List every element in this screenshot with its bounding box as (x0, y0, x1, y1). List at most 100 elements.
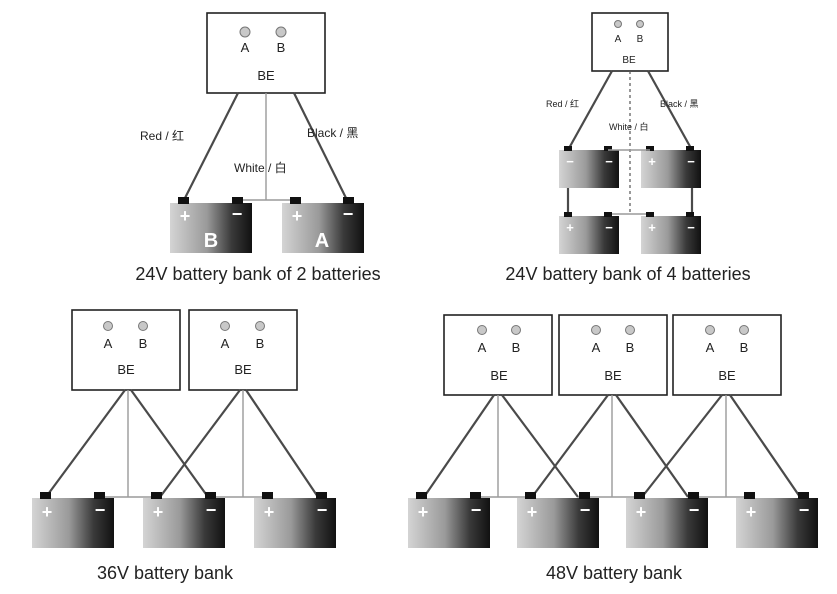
plus-symbol: + (264, 502, 275, 522)
be-module-box (558, 314, 668, 396)
red-wire (567, 70, 613, 151)
battery-terminal (564, 212, 572, 217)
battery-2: + − (517, 492, 599, 548)
battery-terminal (646, 146, 654, 151)
red-wire (183, 92, 239, 201)
led-b-indicator (275, 26, 287, 38)
battery-1: + − (32, 492, 114, 548)
plus-symbol: + (292, 206, 303, 226)
battery-terminal (604, 212, 612, 217)
battery-terminal (686, 146, 694, 151)
led-a-label: A (592, 340, 601, 355)
led-b-indicator (739, 325, 749, 335)
battery-terminal (798, 492, 809, 499)
plus-symbol: + (648, 220, 656, 235)
be-module-box (188, 309, 298, 391)
wire (159, 389, 241, 498)
battery-terminal (634, 492, 645, 499)
battery-terminal (744, 492, 755, 499)
minus-symbol: − (566, 154, 574, 169)
plus-symbol: + (180, 206, 191, 226)
plus-symbol: + (42, 502, 53, 522)
minus-symbol: − (206, 500, 217, 520)
be-label: BE (234, 362, 252, 377)
be-module-box (206, 12, 326, 94)
be-module-box (672, 314, 782, 396)
battery-terminal (262, 492, 273, 499)
battery-a-label: A (315, 230, 329, 252)
minus-symbol: − (317, 500, 328, 520)
red-wire-label: Red / 红 (140, 128, 184, 143)
panel-24v-4-batteries: A B BE Red / 红 White / 白 Black / 黑 − − +… (505, 12, 751, 284)
caption-24v-4: 24V battery bank of 4 batteries (505, 264, 750, 284)
battery-terminal (316, 492, 327, 499)
caption-48v: 48V battery bank (546, 563, 683, 583)
led-b-indicator (138, 321, 148, 331)
battery-a: + − A (282, 197, 364, 253)
led-b-indicator (511, 325, 521, 335)
minus-symbol: − (605, 220, 613, 235)
black-wire-label: Black / 黑 (307, 126, 358, 140)
minus-symbol: − (232, 204, 243, 224)
be-module-box (71, 309, 181, 391)
minus-symbol: − (343, 204, 354, 224)
led-a-indicator (103, 321, 113, 331)
battery-terminal (564, 146, 572, 151)
panel-24v-2-batteries: A B BE Red / 红 White / 白 Black / 黑 + − B… (135, 12, 381, 284)
led-b-label: B (626, 340, 635, 355)
black-wire (293, 92, 348, 201)
be-module-box (443, 314, 553, 396)
led-a-indicator (705, 325, 715, 335)
battery-4: + − (736, 492, 818, 548)
battery-terminal (686, 212, 694, 217)
black-wire (647, 70, 693, 151)
led-a-indicator (239, 26, 251, 38)
battery-terminal (604, 146, 612, 151)
battery-terminal (416, 492, 427, 499)
led-a-indicator (591, 325, 601, 335)
battery-terminal (290, 197, 301, 204)
be-label: BE (622, 55, 636, 66)
wire (729, 394, 801, 498)
led-a-label: A (615, 34, 622, 45)
plus-symbol: + (527, 502, 538, 522)
battery-2: + − (143, 492, 225, 548)
led-a-label: A (706, 340, 715, 355)
led-a-label: A (241, 40, 250, 55)
led-b-label: B (139, 336, 148, 351)
plus-symbol: + (418, 502, 429, 522)
wire (245, 389, 319, 498)
led-b-indicator (255, 321, 265, 331)
minus-symbol: − (605, 154, 613, 169)
minus-symbol: − (689, 500, 700, 520)
panel-48v: A B BE A B BE A B BE + − (408, 314, 818, 583)
be-label: BE (257, 68, 275, 83)
be-label: BE (490, 368, 508, 383)
wire (531, 394, 609, 498)
plus-symbol: + (566, 220, 574, 235)
minus-symbol: − (687, 220, 695, 235)
battery-terminal (343, 197, 354, 204)
be-label: BE (604, 368, 622, 383)
battery-terminal (525, 492, 536, 499)
minus-symbol: − (580, 500, 591, 520)
black-wire-label: Black / 黑 (660, 99, 699, 109)
panel-36v: A B BE A B BE + − + − (32, 309, 336, 583)
battery-terminal (579, 492, 590, 499)
led-b-indicator (636, 20, 644, 28)
battery-terminal (688, 492, 699, 499)
plus-symbol: + (648, 154, 656, 169)
wire (45, 389, 126, 498)
wire (423, 394, 495, 498)
battery-terminal (646, 212, 654, 217)
battery-top-right: + − (641, 146, 701, 188)
battery-1: + − (408, 492, 490, 548)
minus-symbol: − (471, 500, 482, 520)
battery-terminal (232, 197, 243, 204)
be-label: BE (117, 362, 135, 377)
led-a-label: A (478, 340, 487, 355)
minus-symbol: − (799, 500, 810, 520)
battery-terminal (470, 492, 481, 499)
